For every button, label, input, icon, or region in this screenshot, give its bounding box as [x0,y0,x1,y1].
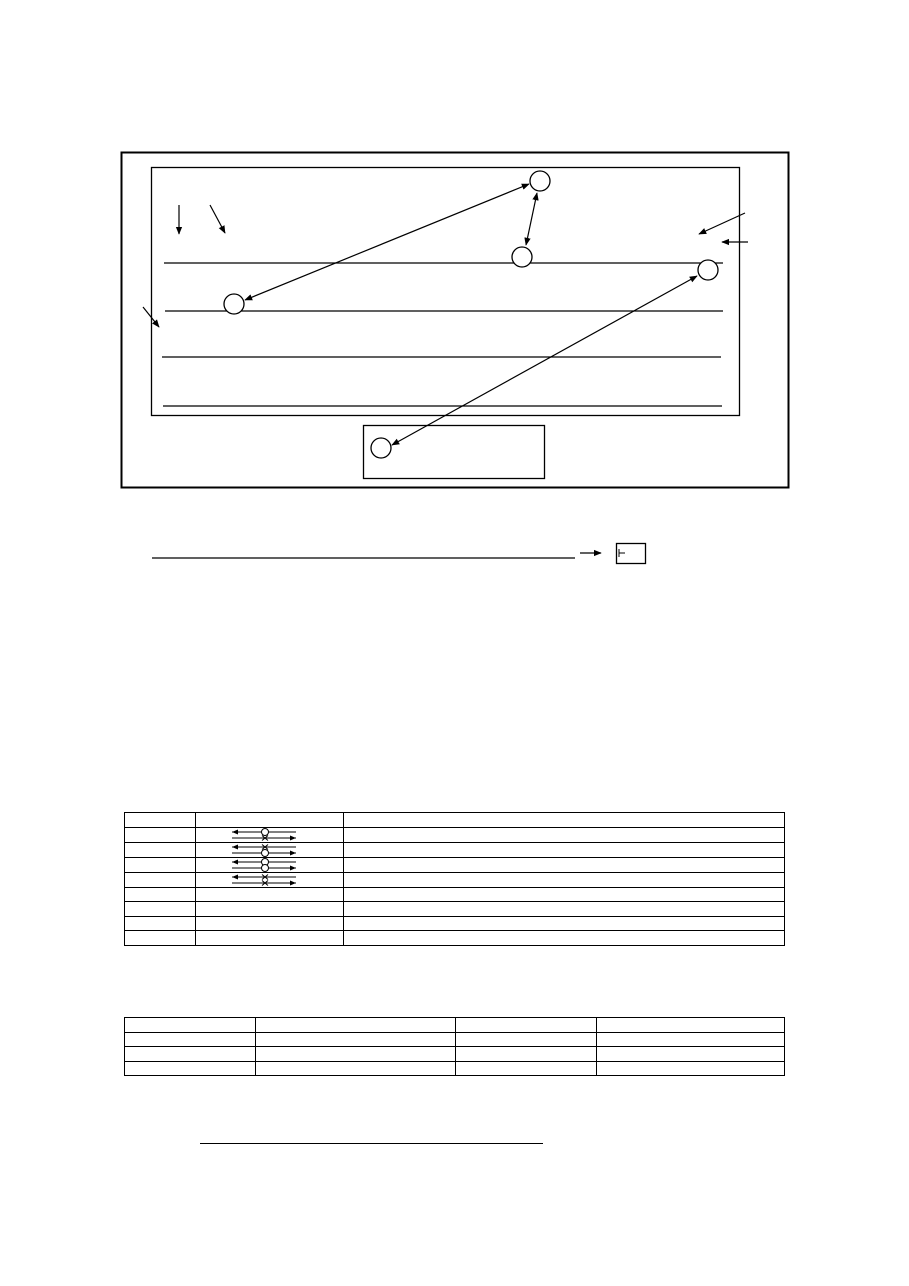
table-cell [124,1060,256,1076]
cross-marker-icon [261,873,269,880]
cross-marker-icon [261,834,269,841]
table-cell [596,1017,785,1033]
node-d [697,259,719,281]
table-cell [124,901,196,917]
table-cell [343,930,785,946]
table-cell [124,1046,256,1062]
table-cell [455,1046,597,1062]
table-row [124,812,785,828]
table-cell [343,841,785,858]
cross-marker-icon [261,843,269,850]
table-row [124,1031,785,1047]
arrow-a-c [244,183,530,301]
table-cell [124,886,196,902]
field-diagram [120,151,790,565]
table-cell [343,812,785,828]
table-1 [124,812,785,946]
table-cell [343,915,785,931]
table-cell [124,856,196,873]
node-c [223,293,245,315]
table-2 [124,1017,785,1076]
table-row [124,856,785,873]
table-row [124,901,785,917]
table-row [124,1017,785,1033]
pointer-arrow-5 [142,306,160,328]
table-cell [343,826,785,843]
answer-box[interactable] [615,542,647,565]
table-cell [195,915,344,931]
table-row [124,915,785,931]
table-cell [124,871,196,888]
symbol-cell [195,826,344,843]
node-e [370,437,392,459]
circle-marker-icon [261,827,269,836]
table-cell [124,915,196,931]
table-cell [124,841,196,858]
table-cell [124,812,196,828]
table-cell [195,930,344,946]
symbol-cell [195,871,344,888]
table-cell [343,901,785,917]
table-cell [343,871,785,888]
table-cell [596,1060,785,1076]
symbol-cell [195,856,344,873]
table-cell [124,930,196,946]
table-row [124,826,785,843]
table-row [124,886,785,902]
table-row [124,871,785,888]
circle-marker-icon [261,848,269,857]
pointer-arrow-3 [698,212,746,235]
table-cell [195,812,344,828]
table-cell [343,886,785,902]
table-cell [596,1046,785,1062]
symbol-cell [195,841,344,858]
table-cell [195,886,344,902]
outer-frame [120,151,790,489]
arrow-d-e [391,275,698,446]
table-cell [124,1017,256,1033]
bottom-answer-line [200,1143,543,1144]
pointer-arrow-2 [209,204,226,234]
table-row [124,930,785,946]
table-cell [343,856,785,873]
table-cell [455,1060,597,1076]
circle-marker-icon [261,863,269,872]
table-cell [124,826,196,843]
table-row [124,841,785,858]
table-cell [596,1031,785,1047]
table-cell [255,1031,456,1047]
cross-marker-icon [261,879,269,886]
table-cell [455,1031,597,1047]
table-row [124,1046,785,1062]
table-cell [455,1017,597,1033]
table-cell [255,1060,456,1076]
arrow-a-b [524,192,539,246]
table-row [124,1060,785,1076]
table-cell [255,1017,456,1033]
inner-frame [150,166,741,417]
node-a [529,170,551,192]
table-cell [124,1031,256,1047]
table-cell [255,1046,456,1062]
table-cell [195,901,344,917]
node-b [511,246,533,268]
